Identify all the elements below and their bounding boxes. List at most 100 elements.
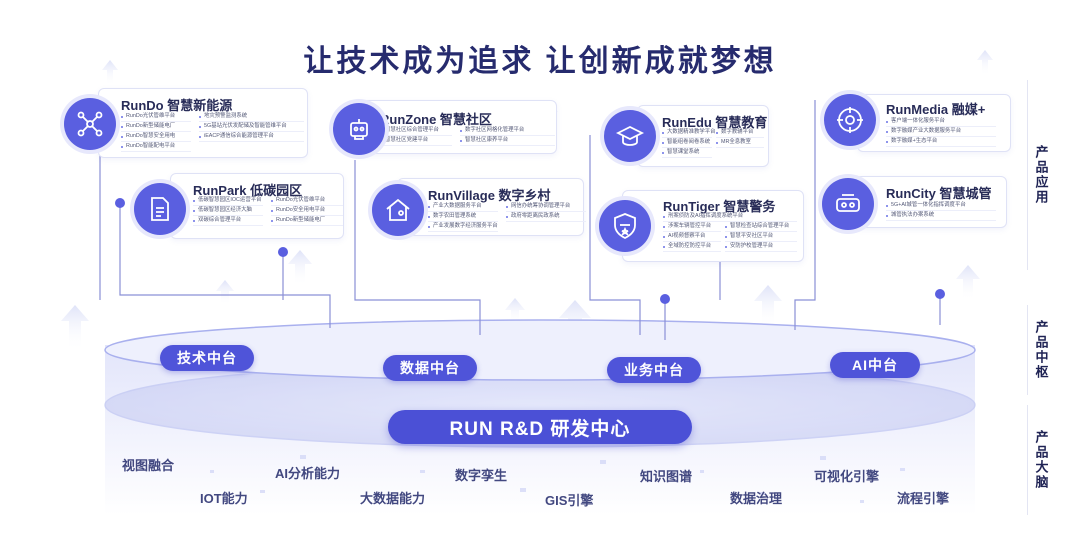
list-item: 5G+AI城管一体化指挥调度平台 (886, 201, 996, 211)
list-item: RunDo新型储能电厂 (271, 216, 343, 226)
capability-label: 知识图谱 (640, 469, 693, 484)
rd-center-badge[interactable]: RUN R&D 研发中心 (388, 410, 692, 444)
list-item: AI视频督察平台 (663, 232, 721, 242)
list-item: RunDo安全用电平台 (271, 206, 343, 216)
card-list: 产业大数据服务平台 网信办统筹协调管理平台 数字农田管理系统 政府零距离民政系统… (428, 202, 586, 232)
list-item: MR全息教室 (716, 138, 764, 148)
list-item: RunDo智慧安全用电 (121, 132, 191, 142)
data-dots (150, 455, 905, 503)
robot-icon (333, 103, 385, 155)
house-icon (372, 184, 424, 236)
list-item: 数字融媒+生态平台 (886, 137, 996, 147)
network-icon (64, 98, 116, 150)
card-title: RunMedia 融媒+ (886, 102, 986, 117)
list-item: iEACP通信综合能源管理平台 (199, 132, 304, 142)
list-item: 智慧社区康养平台 (460, 136, 555, 146)
connector-dot (278, 247, 288, 257)
connector-dot (935, 289, 945, 299)
card-list: 低碳智慧园区IOC运营平台 RunDo光伏管维平台 低碳智慧园区经济大脑 Run… (193, 196, 343, 226)
card-title: RunZone 智慧社区 (380, 112, 492, 127)
list-item: 低碳智慧园区经济大脑 (193, 206, 263, 216)
list-item: 数字融媒产业大数据服务平台 (886, 127, 996, 137)
capability-label: 数据治理 (730, 491, 783, 506)
card-runpark[interactable]: RunPark 低碳园区 低碳智慧园区IOC运营平台 RunDo光伏管维平台 低… (170, 173, 344, 239)
capability-label: 可视化引擎 (814, 469, 880, 484)
list-item: 产业发展数字经济服务平台 (428, 222, 498, 232)
card-list: 刑案侦防及AI指挥调度系统平台 涉案车辆管控平台 智慧检查站综合管理平台 AI视… (663, 212, 797, 252)
list-item: 政府零距离民政系统 (506, 212, 586, 222)
side-label-text: 产品应用 (1033, 145, 1049, 205)
platform-pill-business[interactable]: 业务中台 (607, 357, 701, 383)
card-runcity[interactable]: RunCity 智慧城管 5G+AI城管一体化指挥调度平台 城管执法办案系统 (855, 176, 1007, 228)
card-title: RunEdu 智慧教育 (662, 115, 768, 130)
card-runvillage[interactable]: RunVillage 数字乡村 产业大数据服务平台 网信办统筹协调管理平台 数字… (397, 178, 586, 236)
card-list: 大数据精准教学平台 数字教辅平台 智能组卷阅卷系统 MR全息教室 智慧课堂系统 (662, 128, 764, 158)
list-item: 数字社区网格化管理平台 (460, 126, 555, 136)
card-title: RunPark 低碳园区 (193, 183, 303, 198)
capability-label: IOT能力 (200, 491, 248, 506)
card-title: RunVillage 数字乡村 (428, 188, 551, 203)
list-item: 地灾预警监测系统 (199, 112, 304, 122)
card-list: RunDo光伏管维平台 地灾预警监测系统 RunDo新型储能电厂 5G基站光伏发… (121, 112, 304, 152)
list-item: 城管执法办案系统 (886, 211, 996, 221)
list-item: 网信办统筹协调管理平台 (506, 202, 586, 212)
capability-label: 流程引擎 (897, 491, 950, 506)
platform-pill-data[interactable]: 数据中台 (383, 355, 477, 381)
connector-lines (99, 100, 941, 340)
list-item: 客户端一体化服务平台 (886, 117, 996, 127)
list-item: RunDo智能配电平台 (121, 142, 191, 152)
side-label-hub: 产品中枢 (1027, 305, 1054, 395)
document-icon (134, 183, 186, 235)
list-item: 智慧课堂系统 (662, 148, 712, 158)
capability-label: 视图融合 (122, 458, 175, 473)
list-item: 产业大数据服务平台 (428, 202, 498, 212)
card-runedu[interactable]: RunEdu 智慧教育 大数据精准教学平台 数字教辅平台 智能组卷阅卷系统 MR… (637, 105, 769, 167)
graduation-cap-icon (604, 110, 656, 162)
list-item: 智慧平安社区平台 (725, 232, 797, 242)
list-item: 涉案车辆管控平台 (663, 222, 721, 232)
list-item: RunDo新型储能电厂 (121, 122, 191, 132)
side-label-text: 产品中枢 (1033, 320, 1049, 380)
card-runmedia[interactable]: RunMedia 融媒+ 客户端一体化服务平台 数字融媒产业大数据服务平台 数字… (857, 94, 1011, 152)
list-item: 智慧社区综合管理平台 (380, 126, 452, 136)
card-list: 智慧社区综合管理平台 数字社区网格化管理平台 智慧社区党建平台 智慧社区康养平台 (380, 126, 555, 146)
side-label-brain: 产品大脑 (1027, 405, 1054, 515)
card-runtiger[interactable]: RunTiger 智慧警务 刑案侦防及AI指挥调度系统平台 涉案车辆管控平台 智… (622, 190, 804, 262)
card-runzone[interactable]: RunZone 智慧社区 智慧社区综合管理平台 数字社区网格化管理平台 智慧社区… (355, 100, 557, 154)
target-icon (824, 94, 876, 146)
connector-dot (660, 294, 670, 304)
list-item: 刑案侦防及AI指挥调度系统平台 (663, 212, 797, 222)
capability-label: 大数据能力 (360, 491, 426, 506)
vr-headset-icon (822, 178, 874, 230)
list-item: 低碳智慧园区IOC运营平台 (193, 196, 263, 206)
list-item: RunDo光伏管维平台 (121, 112, 191, 122)
card-title: RunCity 智慧城管 (886, 186, 992, 201)
list-item: 智慧社区党建平台 (380, 136, 452, 146)
list-item: 全域防控防控平台 (663, 242, 721, 252)
card-rundo[interactable]: RunDo 智慧新能源 RunDo光伏管维平台 地灾预警监测系统 RunDo新型… (98, 88, 308, 158)
shield-icon (599, 200, 651, 252)
side-label-application: 产品应用 (1027, 80, 1054, 270)
list-item: 大数据精准教学平台 (662, 128, 716, 138)
capability-label: 数字孪生 (455, 468, 508, 483)
connector-dot (115, 198, 125, 208)
card-title: RunTiger 智慧警务 (663, 199, 776, 214)
list-item: 智慧检查站综合管理平台 (725, 222, 797, 232)
list-item: 双碳综合管理平台 (193, 216, 263, 226)
capability-label: GIS引擎 (545, 493, 594, 508)
list-item: 安防护校管理平台 (725, 242, 797, 252)
list-item: RunDo光伏管维平台 (271, 196, 343, 206)
capability-label: AI分析能力 (275, 466, 341, 481)
list-item: 数字农田管理系统 (428, 212, 498, 222)
card-list: 5G+AI城管一体化指挥调度平台 城管执法办案系统 (886, 201, 996, 221)
platform-pill-ai[interactable]: AI中台 (830, 352, 920, 378)
list-item: 5G基站光伏发配储及智能管维平台 (199, 122, 304, 132)
list-item: 智能组卷阅卷系统 (662, 138, 712, 148)
list-item: 数字教辅平台 (716, 128, 764, 138)
card-title: RunDo 智慧新能源 (121, 98, 233, 113)
platform-pill-tech[interactable]: 技术中台 (160, 345, 254, 371)
side-label-text: 产品大脑 (1033, 430, 1049, 490)
page-title: 让技术成为追求 让创新成就梦想 (303, 45, 777, 78)
card-list: 客户端一体化服务平台 数字融媒产业大数据服务平台 数字融媒+生态平台 (886, 117, 996, 147)
